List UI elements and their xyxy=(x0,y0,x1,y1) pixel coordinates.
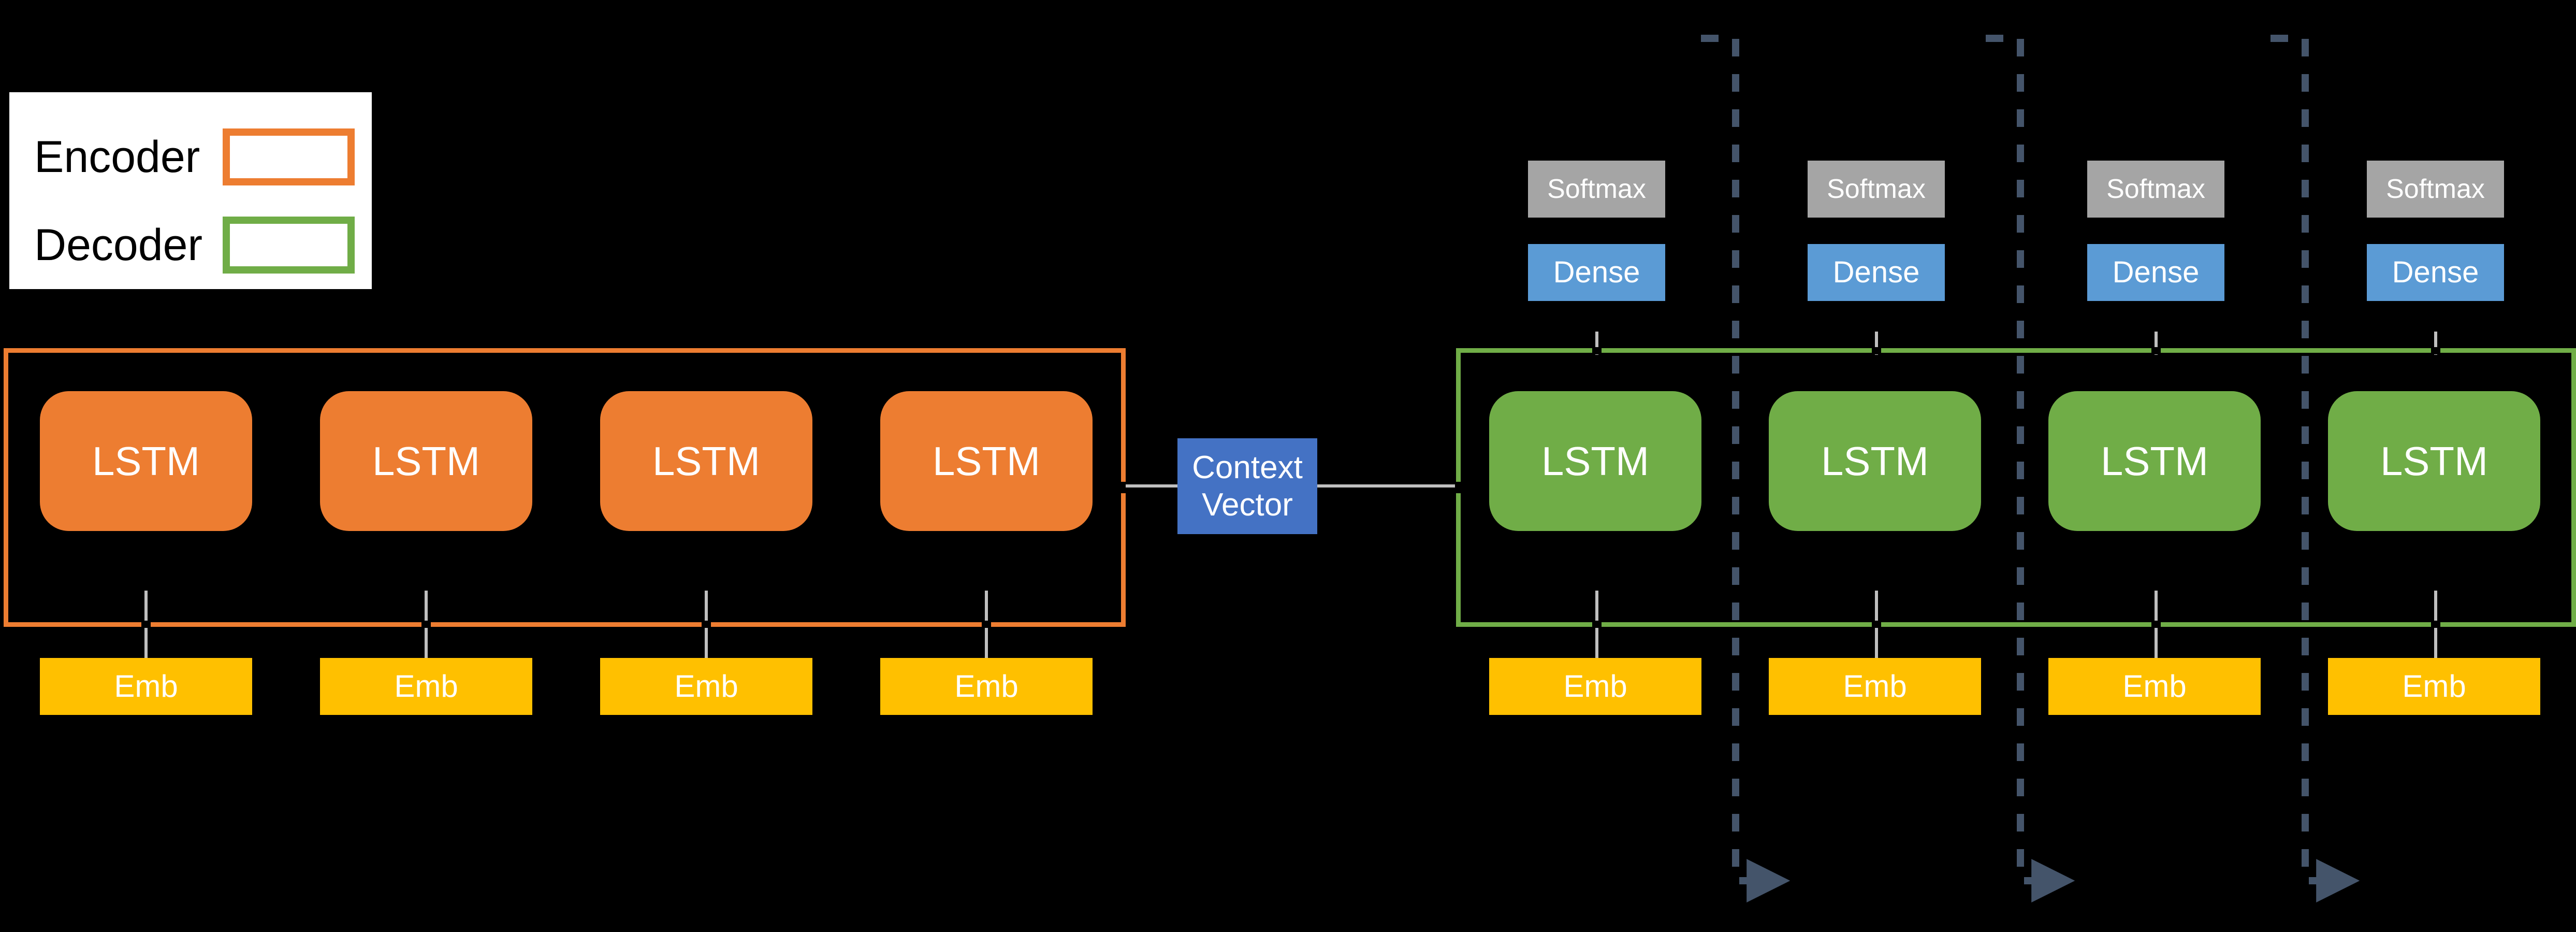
decoder-emb-box: Emb xyxy=(2328,658,2540,715)
feedback-arrow-1 xyxy=(1701,35,1791,902)
decoder-emb-box: Emb xyxy=(1489,658,1701,715)
encoder-lstm-cell: LSTM xyxy=(320,391,532,531)
context-vector-line2: Vector xyxy=(1202,486,1293,523)
decoder-lstm-cell: LSTM xyxy=(2048,391,2261,531)
decoder-lstm-cell: LSTM xyxy=(2328,391,2540,531)
decoder-dense-box: Dense xyxy=(2087,244,2224,301)
legend-swatch-decoder xyxy=(223,217,355,274)
encoder-emb-box: Emb xyxy=(320,658,532,715)
decoder-lstm-label: LSTM xyxy=(2100,438,2209,484)
decoder-frame-notch-bottom-2 xyxy=(1872,621,1881,628)
encoder-frame-notch-bottom-4 xyxy=(982,621,991,628)
decoder-frame-notch-bottom-3 xyxy=(2151,621,2161,628)
decoder-frame-notch-top-3 xyxy=(2151,347,2161,354)
decoder-softmax-label: Softmax xyxy=(1827,174,1926,204)
context-vector-line1: Context xyxy=(1192,449,1303,485)
decoder-softmax-label: Softmax xyxy=(2386,174,2485,204)
decoder-frame-notch-top-1 xyxy=(1592,347,1602,354)
encoder-lstm-cell: LSTM xyxy=(40,391,252,531)
encoder-lstm-label: LSTM xyxy=(92,438,200,484)
encoder-emb-box: Emb xyxy=(600,658,812,715)
decoder-dense-box: Dense xyxy=(1808,244,1945,301)
decoder-emb-box: Emb xyxy=(1769,658,1981,715)
decoder-lstm-label: LSTM xyxy=(1821,438,1929,484)
encoder-emb-label: Emb xyxy=(394,669,458,704)
feedback-arrow-3 xyxy=(2271,35,2360,902)
decoder-softmax-label: Softmax xyxy=(1547,174,1646,204)
encoder-emb-label: Emb xyxy=(674,669,738,704)
decoder-lstm-cell: LSTM xyxy=(1489,391,1701,531)
decoder-dense-label: Dense xyxy=(1832,255,1920,289)
decoder-frame-notch-bottom-1 xyxy=(1592,621,1602,628)
decoder-softmax-box: Softmax xyxy=(1808,161,1945,218)
legend-row-decoder: Decoder xyxy=(9,206,372,284)
decoder-wire-lstm-dense-3 xyxy=(2155,332,2158,355)
encoder-emb-box: Emb xyxy=(40,658,252,715)
encoder-lstm-cell: LSTM xyxy=(880,391,1093,531)
decoder-emb-label: Emb xyxy=(2402,669,2466,704)
legend-label-encoder: Encoder xyxy=(34,132,200,182)
encoder-emb-label: Emb xyxy=(114,669,178,704)
encoder-frame-notch-bottom-3 xyxy=(702,621,711,628)
decoder-dense-box: Dense xyxy=(1528,244,1665,301)
decoder-dense-box: Dense xyxy=(2367,244,2504,301)
encoder-frame-notch-bottom-2 xyxy=(421,621,431,628)
encoder-emb-label: Emb xyxy=(954,669,1018,704)
legend-row-encoder: Encoder xyxy=(9,118,372,196)
legend-panel: Encoder Decoder xyxy=(9,92,372,289)
legend-label-decoder: Decoder xyxy=(34,220,203,270)
decoder-dense-label: Dense xyxy=(2112,255,2200,289)
decoder-softmax-box: Softmax xyxy=(2367,161,2504,218)
encoder-lstm-label: LSTM xyxy=(932,438,1041,484)
decoder-emb-label: Emb xyxy=(1563,669,1627,704)
decoder-frame-notch-top-4 xyxy=(2431,347,2440,354)
decoder-lstm-label: LSTM xyxy=(2380,438,2488,484)
encoder-lstm-label: LSTM xyxy=(652,438,761,484)
decoder-emb-label: Emb xyxy=(1843,669,1907,704)
decoder-wire-lstm-dense-1 xyxy=(1595,332,1598,355)
encoder-emb-box: Emb xyxy=(880,658,1093,715)
context-wire-in xyxy=(1126,484,1177,487)
context-vector-box: Context Vector xyxy=(1177,438,1317,534)
decoder-softmax-box: Softmax xyxy=(2087,161,2224,218)
decoder-wire-lstm-dense-2 xyxy=(1875,332,1878,355)
decoder-emb-label: Emb xyxy=(2122,669,2187,704)
decoder-dense-label: Dense xyxy=(1553,255,1640,289)
decoder-softmax-label: Softmax xyxy=(2106,174,2205,204)
decoder-wire-lstm-dense-4 xyxy=(2434,332,2437,355)
decoder-frame-notch-bottom-4 xyxy=(2431,621,2440,628)
feedback-arrow-2 xyxy=(1986,35,2075,902)
encoder-frame-notch-bottom-1 xyxy=(141,621,151,628)
legend-swatch-encoder xyxy=(223,128,355,185)
encoder-lstm-cell: LSTM xyxy=(600,391,812,531)
decoder-dense-label: Dense xyxy=(2392,255,2479,289)
decoder-emb-box: Emb xyxy=(2048,658,2261,715)
encoder-lstm-label: LSTM xyxy=(372,438,481,484)
decoder-softmax-box: Softmax xyxy=(1528,161,1665,218)
decoder-lstm-label: LSTM xyxy=(1541,438,1650,484)
decoder-frame-notch-top-2 xyxy=(1872,347,1881,354)
decoder-frame-notch-left xyxy=(1455,482,1461,493)
context-wire-out xyxy=(1317,484,1457,487)
decoder-lstm-cell: LSTM xyxy=(1769,391,1981,531)
